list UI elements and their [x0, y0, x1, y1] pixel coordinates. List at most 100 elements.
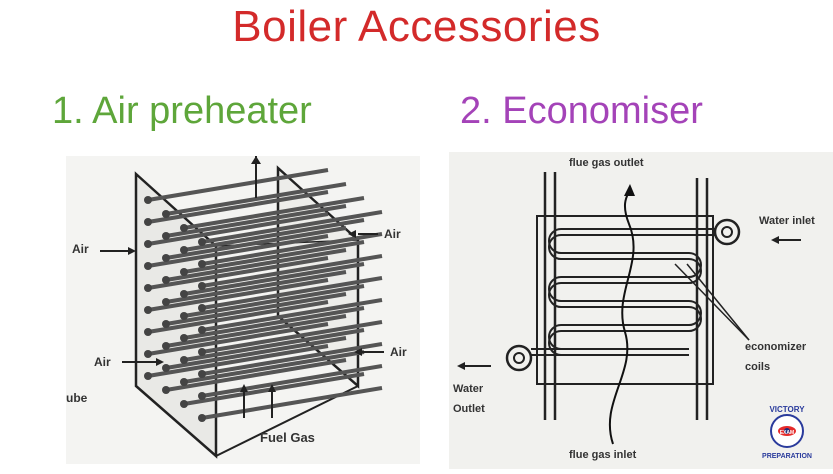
- victory-exam-preparation-logo: VICTORY EXAM PREPARATION: [756, 400, 818, 462]
- tube-end: [162, 364, 170, 372]
- tube-end: [180, 356, 188, 364]
- tube-end: [144, 328, 152, 336]
- label-water-inlet: Water inlet: [759, 215, 815, 227]
- tube-end: [198, 392, 206, 400]
- water-inlet-ring: [721, 226, 733, 238]
- tube: [165, 358, 347, 392]
- tube-end: [198, 260, 206, 268]
- label-coils: coils: [745, 361, 770, 373]
- page-title: Boiler Accessories: [232, 2, 601, 51]
- tube-ends: [144, 196, 206, 422]
- tube-end: [180, 400, 188, 408]
- tube: [201, 210, 383, 244]
- tube: [183, 196, 365, 230]
- label-economizer: economizer: [745, 341, 807, 353]
- air-preheater-heading: 1. Air preheater: [52, 90, 312, 132]
- tube-end: [198, 348, 206, 356]
- tube: [165, 314, 347, 348]
- air-preheater-diagram: Air Air Air Air ube Fuel Gas: [66, 156, 420, 464]
- tube-end: [198, 304, 206, 312]
- tube-end: [144, 218, 152, 226]
- logo-icon: VICTORY EXAM PREPARATION: [762, 405, 812, 460]
- tube-end: [162, 298, 170, 306]
- tube: [201, 320, 383, 354]
- label-air-right-top: Air: [384, 227, 401, 241]
- tube: [183, 350, 365, 384]
- label-air-left-bottom: Air: [94, 355, 111, 369]
- flue-gas-arrowhead: [624, 184, 635, 196]
- tube-end: [180, 246, 188, 254]
- tube: [165, 336, 347, 370]
- label-water: Water: [453, 383, 484, 395]
- tube: [201, 298, 383, 332]
- tube-end: [180, 290, 188, 298]
- tube: [201, 364, 383, 398]
- air-preheater-illustration: Air Air Air Air ube Fuel Gas: [66, 156, 407, 459]
- tube: [165, 226, 347, 260]
- tube: [183, 218, 365, 252]
- arrowhead: [348, 230, 356, 238]
- tube-end: [144, 372, 152, 380]
- tube: [183, 284, 365, 318]
- label-tube: ube: [66, 391, 88, 405]
- svg-text:EXAM: EXAM: [780, 430, 794, 436]
- tube: [147, 344, 329, 378]
- tube: [165, 292, 347, 326]
- tube: [147, 322, 329, 356]
- tube-end: [144, 262, 152, 270]
- economiser-casing: [536, 215, 714, 385]
- tube-end: [180, 268, 188, 276]
- tube-end: [162, 276, 170, 284]
- label-air-left-top: Air: [72, 242, 89, 256]
- tube-end: [198, 282, 206, 290]
- tube-end: [162, 320, 170, 328]
- tube-end: [198, 238, 206, 246]
- tube-end: [198, 414, 206, 422]
- tube-end: [180, 312, 188, 320]
- tube: [147, 190, 329, 224]
- arrowhead: [457, 362, 465, 370]
- tube: [201, 386, 383, 420]
- arrowhead: [156, 358, 164, 366]
- top-arrowhead: [251, 156, 261, 164]
- label-flue-gas-outlet: flue gas outlet: [569, 157, 644, 169]
- tube-end: [180, 334, 188, 342]
- tube: [183, 306, 365, 340]
- arrowhead: [240, 384, 248, 392]
- label-flue-gas-inlet: flue gas inlet: [569, 449, 637, 461]
- tube-bank: [147, 168, 383, 420]
- svg-text:PREPARATION: PREPARATION: [762, 453, 812, 460]
- tube-end: [198, 326, 206, 334]
- tube: [147, 212, 329, 246]
- economiser-illustration: flue gas outlet Water inlet economizer c…: [453, 157, 815, 461]
- water-outlet-ring: [513, 352, 525, 364]
- tube: [147, 300, 329, 334]
- tube: [201, 232, 383, 266]
- leader-line: [686, 263, 750, 341]
- tube-end: [144, 306, 152, 314]
- water-inlet-header: [713, 218, 741, 246]
- arrowhead: [128, 247, 136, 255]
- tube-end: [144, 350, 152, 358]
- tube: [147, 234, 329, 268]
- tube-end: [162, 210, 170, 218]
- tube-end: [198, 370, 206, 378]
- tube: [183, 262, 365, 296]
- tube-end: [144, 240, 152, 248]
- tube-end: [162, 232, 170, 240]
- leader-line: [674, 263, 750, 341]
- tube: [165, 182, 347, 216]
- label-air-right-bottom: Air: [390, 345, 407, 359]
- tube: [183, 240, 365, 274]
- tube: [147, 256, 329, 290]
- tube: [147, 168, 329, 202]
- water-outlet-header: [505, 344, 533, 372]
- tube-end: [180, 378, 188, 386]
- arrowhead: [771, 236, 779, 244]
- tube: [147, 278, 329, 312]
- tube: [201, 276, 383, 310]
- tube-end: [144, 284, 152, 292]
- tube: [201, 254, 383, 288]
- tube: [183, 328, 365, 362]
- arrowhead: [268, 384, 276, 392]
